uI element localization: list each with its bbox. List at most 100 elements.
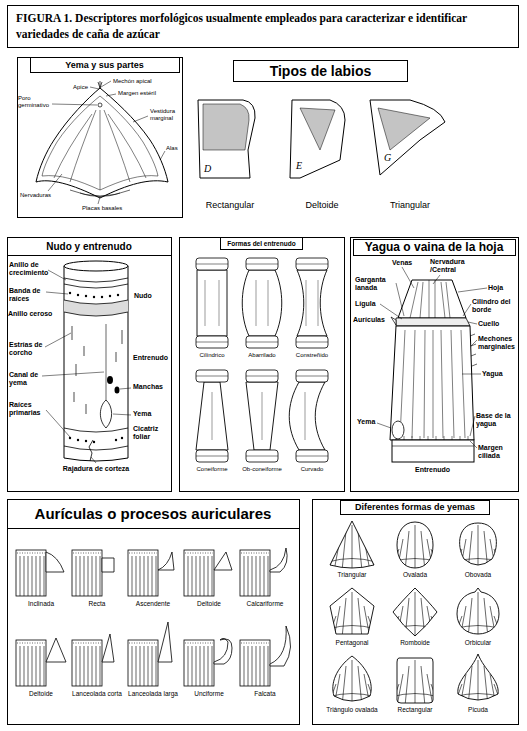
illustration-part (454, 660, 502, 706)
part-label: Poro germinativo (18, 95, 54, 108)
illustration-part (328, 525, 376, 571)
illustration-part (470, 334, 477, 366)
illustration-part (454, 525, 502, 571)
illustration-part (400, 330, 465, 438)
illustration-part (297, 270, 327, 336)
illustration-part (391, 525, 439, 571)
illustration-part (377, 267, 487, 448)
illustration-part (102, 634, 114, 662)
part-label: Aurículas (353, 316, 389, 324)
illustration-part (296, 336, 328, 348)
illustration-part (115, 387, 120, 394)
illustration-part (296, 370, 328, 382)
illustration-part (328, 588, 376, 638)
illustration-part (93, 296, 95, 298)
illustration-part (184, 550, 232, 596)
part-label: Abarrilado (240, 352, 284, 359)
illustration-part (246, 258, 278, 270)
illustration-part (16, 550, 64, 596)
illustration-part (197, 270, 227, 336)
part-label: Constreñido (292, 352, 332, 359)
illustration-part (89, 440, 93, 461)
illustration-part (214, 552, 232, 570)
part-label: Falcata (234, 690, 296, 697)
stalk-drawing (64, 261, 128, 461)
illustration-part (328, 592, 376, 638)
illustration-part (328, 521, 376, 571)
panel-heading: Diferentes formas de yemas (340, 500, 490, 515)
illustration-part (196, 450, 228, 462)
illustration-part (107, 376, 113, 384)
illustration-part (454, 592, 502, 638)
lobe-letter: E (296, 160, 308, 171)
illustration-part (205, 280, 318, 440)
illustration-part (246, 370, 278, 382)
illustration-part (77, 294, 79, 296)
part-label: Deltoide (282, 200, 362, 210)
illustration-part (396, 436, 468, 440)
part-label: Pentagonal (320, 639, 384, 646)
part-label: Base de la yagua (476, 412, 518, 428)
part-label: Yema (357, 418, 385, 426)
illustration-part (16, 638, 66, 686)
part-label: Ob-coneiforme (238, 466, 286, 473)
illustration-part (72, 550, 114, 596)
part-label: Mechón apical (113, 78, 163, 85)
illustration-part (100, 400, 111, 428)
illustration-part (242, 270, 282, 336)
illustration-part (64, 278, 128, 316)
part-label: Entrenudo (133, 354, 171, 362)
sheath-drawing (390, 280, 477, 462)
illustration-part (328, 660, 376, 706)
part-label: Canal de yema (9, 371, 55, 387)
illustration-part (454, 654, 502, 706)
part-label: Manchas (133, 383, 170, 391)
illustration-part (117, 294, 119, 296)
illustration-part (69, 437, 71, 439)
illustration-part (392, 446, 474, 447)
lobe-letter: D (204, 163, 216, 174)
illustration-part (69, 292, 71, 294)
illustration-part (64, 428, 128, 450)
part-label: Rajadura de corteza (56, 465, 136, 473)
illustration-part (328, 656, 376, 706)
illustration-part (16, 550, 46, 596)
illustration-part (64, 266, 128, 461)
part-label: Deltoide (178, 600, 240, 607)
auricle-drawings (16, 548, 291, 686)
illustration-part (392, 421, 404, 439)
part-label: Cilindro del borde (472, 298, 518, 314)
lobe-drawings (198, 100, 445, 178)
part-label: Vestidura marginal (150, 108, 182, 121)
part-label: Nervadura /Central (430, 258, 474, 274)
illustration-part (391, 525, 439, 571)
part-label: Triangular (320, 571, 384, 578)
illustration-part (290, 100, 345, 178)
illustration-part (198, 100, 255, 178)
illustration-part (128, 550, 158, 596)
illustration-part (72, 550, 102, 596)
part-label: Lanceolada corta (66, 690, 128, 697)
illustration-part (214, 638, 232, 664)
part-label: Mechones marginales (478, 335, 518, 351)
illustration-part (109, 295, 111, 297)
part-label: Coneiforme (190, 466, 234, 473)
illustration-part (101, 296, 103, 298)
part-label: Picuda (446, 706, 510, 713)
illustration-part (72, 640, 102, 686)
figure-panel: Formas del entrenudo (179, 237, 345, 492)
illustration-part (270, 548, 287, 572)
illustration-part (270, 626, 291, 666)
illustration-part (46, 638, 66, 662)
illustration-part (196, 370, 228, 382)
figure-panel: Tipos de labios (233, 60, 408, 82)
illustration-part (158, 552, 174, 570)
illustration-part (370, 100, 445, 175)
illustration-part (398, 280, 466, 318)
part-label: Nervaduras (20, 192, 60, 199)
part-label: Recta (66, 600, 128, 607)
part-label: Margen estéril (118, 90, 168, 97)
panel-heading: Yema y sus partes (30, 57, 180, 73)
illustration-part (158, 622, 172, 662)
illustration-part (328, 592, 376, 638)
